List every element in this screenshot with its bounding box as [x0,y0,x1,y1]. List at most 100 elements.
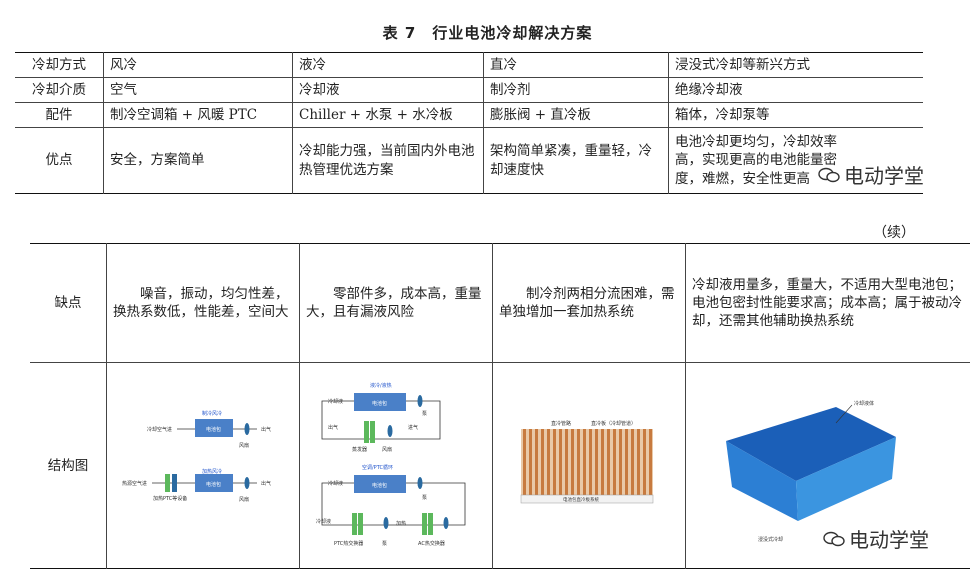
watermark: 电动学堂 [818,160,924,189]
table-row: 优点 安全，方案简单 冷却能力强，当前国内外电池热管理优选方案 架构简单紧凑，重… [15,127,923,194]
table-cell: 直冷 [483,52,669,78]
table-cell: 电池冷却更均匀，冷却效率高，实现更高的电池能量密度，难燃，安全性更高 [668,127,923,194]
cooling-table-part1: 冷却方式 风冷 液冷 直冷 浸没式冷却等新兴方式 冷却介质 空气 冷却液 制冷剂… [15,52,923,194]
table-row: 缺点 噪音，振动，均匀性差，换热系数低，性能差，空间大 零部件多，成本高，重量大… [30,243,970,363]
table-cell: Chiller + 水泵 + 水冷板 [292,102,484,128]
diagram-label: 冷却液 [316,518,331,525]
diagram-label: 泵 [422,411,427,417]
table-cell: 安全，方案简单 [103,127,293,194]
table-cell: 空气 [103,77,293,103]
direct-cooling-diagram: 直冷管路 直冷板（冷却管道） 电池包直冷板系统 [492,362,686,569]
fan-icon [244,423,250,435]
table-cell: 噪音，振动，均匀性差，换热系数低，性能差，空间大 [106,243,300,363]
diagram-label: 冷却液 [328,398,343,405]
diagram-label: 空调/PTC循环 [362,464,393,471]
table-cell: 膨胀阀 + 直冷板 [483,102,669,128]
diagram-label: 电池包 [372,482,387,489]
diagram-label: 进气 [408,424,418,431]
pump-icon [417,477,423,489]
immersion-cooling-diagram: 冷却液体 浸没式冷却 [685,362,970,569]
table-cell: 冷却液用量多，重量大，不适用大型电池包；电池包密封性能要求高；成本高；属于被动冷… [685,243,970,363]
diagram-label: 热源空气进 [122,480,147,487]
battery-box [354,393,406,411]
battery-box [354,475,406,493]
table-row: 结构图 制冷风冷 冷却空气进 电池包 出气 风扇 加热风冷 热源空气进 电池包 [30,362,970,569]
diagram-label: 冷却液 [328,480,343,487]
diagram-label: 出气 [328,424,338,431]
diagram-label: 出气 [261,480,271,487]
table-cell: 制冷剂两相分流困难，需单独增加一套加热系统 [492,243,686,363]
coolant-loop [321,482,466,526]
diagram-label: 冷却空气进 [147,426,172,433]
evaporator-icon [364,421,369,443]
fan-icon [443,517,449,529]
table-row: 冷却介质 空气 冷却液 制冷剂 绝缘冷却液 [15,77,923,103]
table-cell: 架构简单紧凑，重量轻，冷却速度快 [483,127,669,194]
diagram-label: 风扇 [239,496,249,503]
table-cell: 冷却能力强，当前国内外电池热管理优选方案 [292,127,484,194]
table-cell: 绝缘冷却液 [668,77,923,103]
table-cell: 优点 [45,152,73,169]
air-cooling-svg: 制冷风冷 冷却空气进 电池包 出气 风扇 加热风冷 热源空气进 电池包 出气 [122,410,271,503]
table-cell: 配件 [15,102,104,128]
diagram-label: 加热风冷 [202,468,222,475]
diagram-label: 制冷风冷 [202,410,222,417]
battery-box [195,419,233,437]
table-title: 表 7 行业电池冷却解决方案 [382,24,593,42]
diagram-label: 泵 [382,541,387,547]
table-cell: 缺点 [30,243,107,363]
immersion-cooling-svg: 冷却液体 浸没式冷却 [726,400,896,543]
fan-icon [244,477,250,489]
table-row: 配件 制冷空调箱 + 风暖 PTC Chiller + 水泵 + 水冷板 膨胀阀… [15,102,923,128]
continued-label: （续） [873,225,915,241]
diagram-label: 蒸发器 [352,446,367,453]
table-cell: 结构图 [47,457,89,474]
callout-line [835,404,853,424]
diagram-label: 加热 [396,520,406,527]
table-cell: 冷却液 [292,77,484,103]
liquid-cooling-diagram: 液冷/液热 冷却液 电池包 泵 出气 进气 蒸发器 风扇 空调/PTC循环 冷却… [299,362,493,569]
tank-front [726,441,798,521]
diagram-label: PTC热交换器 [334,540,363,547]
diagram-label: 直冷管路 [551,420,571,427]
table-cell: 风冷 [103,52,293,78]
wechat-icon [823,531,845,546]
table-cell: 箱体，冷却泵等 [668,102,923,128]
diagram-label: AC热交换器 [418,540,445,547]
ac-exchanger-icon [422,513,427,535]
ptc-exchanger-icon [352,513,357,535]
battery-box [195,474,233,492]
fan-icon [387,425,393,437]
watermark-text: 电动学堂 [849,528,929,552]
heater-element [172,474,177,492]
tank-top [726,407,896,481]
pump-icon [417,395,423,407]
tank-side [796,437,896,521]
table-cell: 制冷剂 [483,77,669,103]
diagram-label: 风扇 [239,442,249,449]
table-cell: 冷却介质 [15,77,104,103]
pump-icon [383,517,389,529]
air-cooling-diagram: 制冷风冷 冷却空气进 电池包 出气 风扇 加热风冷 热源空气进 电池包 出气 [106,362,300,569]
diagram-label: 液冷/液热 [370,382,392,389]
ac-exchanger-icon [428,513,433,535]
diagram-label: 电池包直冷板系统 [563,496,599,503]
diagram-label: 风扇 [382,446,392,453]
heater-element [165,474,170,492]
table-row: 冷却方式 风冷 液冷 直冷 浸没式冷却等新兴方式 [15,52,923,78]
coolant-loop [321,400,441,440]
direct-cooling-svg: 直冷管路 直冷板（冷却管道） 电池包直冷板系统 [520,420,654,504]
ptc-exchanger-icon [358,513,363,535]
diagram-label: 电池包 [372,400,387,407]
watermark: 电动学堂 [823,524,929,553]
diagram-label: 加热PTC等设备 [153,495,187,502]
table-cell: 制冷空调箱 + 风暖 PTC [103,102,293,128]
evaporator-icon [370,421,375,443]
table-cell: 液冷 [292,52,484,78]
cooling-table-part2: 缺点 噪音，振动，均匀性差，换热系数低，性能差，空间大 零部件多，成本高，重量大… [30,243,970,570]
wechat-icon [818,167,840,182]
diagram-label: 冷却液体 [854,400,874,407]
diagram-label: 电池包 [206,426,221,433]
plate-base [520,494,654,504]
watermark-text: 电动学堂 [844,164,924,188]
